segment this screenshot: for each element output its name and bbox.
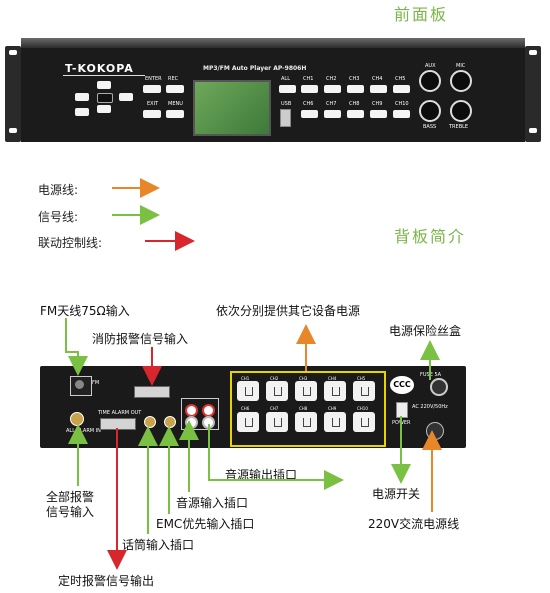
- front-channel-bottom-label: CH9: [372, 101, 383, 107]
- front-channel-top-button[interactable]: [393, 85, 410, 93]
- front-channel-top-label: ALL: [281, 76, 290, 82]
- ac-cable-label: 220V交流电源线: [368, 517, 460, 531]
- menu-button[interactable]: [166, 110, 184, 118]
- power-outlet-socket[interactable]: [353, 381, 375, 401]
- fm-antenna-label: FM天线75Ω输入: [40, 304, 130, 318]
- legend-control-label: 联动控制线:: [38, 236, 103, 250]
- front-panel-title: 前面板: [394, 5, 449, 24]
- front-channel-top-button[interactable]: [347, 85, 364, 93]
- enter-button[interactable]: [143, 85, 161, 93]
- all-alarm-label-1: 全部报警: [46, 490, 95, 504]
- power-outlet-socket[interactable]: [295, 381, 317, 401]
- front-channel-top-button[interactable]: [279, 85, 296, 93]
- front-brand: T-KOKOPA: [65, 62, 134, 75]
- power-outlet-socket[interactable]: [324, 412, 346, 432]
- front-channel-bottom-label: CH8: [349, 101, 360, 107]
- front-channel-bottom-button[interactable]: [301, 110, 318, 118]
- aux-knob[interactable]: [419, 70, 441, 92]
- audio-out-label: 音源输出插口: [225, 468, 298, 482]
- front-channel-top-label: CH1: [303, 76, 314, 82]
- fire-alarm-connector[interactable]: [134, 386, 170, 398]
- rec-button[interactable]: [166, 85, 184, 93]
- front-channel-bottom-button[interactable]: [347, 110, 364, 118]
- mic-knob[interactable]: [450, 70, 472, 92]
- power-outlet-socket[interactable]: [266, 412, 288, 432]
- legend-power-label: 电源线:: [38, 183, 79, 197]
- fm-label: FM: [92, 380, 100, 386]
- all-alarm-label-2: 信号输入: [46, 505, 95, 519]
- front-channel-top-label: CH3: [349, 76, 360, 82]
- ac-label: AC 220V/50Hz: [412, 404, 448, 410]
- back-channel-bottom-label: CH10: [357, 406, 368, 411]
- fm-antenna-arrow: [65, 318, 88, 376]
- emc-label: EMC优先输入插口: [156, 517, 255, 531]
- front-channel-top-label: CH5: [395, 76, 406, 82]
- power-outlet-socket[interactable]: [324, 381, 346, 401]
- front-channel-top-button[interactable]: [301, 85, 318, 93]
- power-outlet-socket[interactable]: [266, 381, 288, 401]
- mic-input-label: 话筒输入插口: [122, 538, 195, 552]
- back-channel-bottom-label: CH7: [270, 406, 279, 411]
- power-switch-label: 电源开关: [372, 487, 421, 501]
- rec-label: REC: [168, 76, 179, 82]
- usb-port[interactable]: [280, 109, 291, 127]
- power-outlet-socket[interactable]: [353, 412, 375, 432]
- front-channel-top-label: CH2: [326, 76, 337, 82]
- front-channel-bottom-button[interactable]: [393, 110, 410, 118]
- front-channel-bottom-label: CH7: [326, 101, 337, 107]
- timer-label: TIME ALARM OUT: [98, 410, 142, 416]
- back-channel-bottom-label: CH8: [299, 406, 308, 411]
- front-channel-bottom-label: CH10: [395, 101, 409, 107]
- front-channel-bottom-button[interactable]: [370, 110, 387, 118]
- exit-label: EXIT: [147, 101, 159, 107]
- timer-out-label: 定时报警信号输出: [58, 574, 155, 588]
- fuse-holder[interactable]: [430, 378, 448, 396]
- aux-knob-label: AUX: [425, 63, 436, 69]
- front-panel-device: T-KOKOPA MP3/FM Auto Player AP-9806H ENT…: [5, 38, 541, 142]
- front-channel-top-button[interactable]: [370, 85, 387, 93]
- back-channel-top-label: CH3: [299, 376, 308, 381]
- back-panel-device: FM ALL ALARM IN TIME ALARM OUT CCC POWER…: [40, 366, 466, 448]
- ccc-badge-icon: CCC: [390, 376, 414, 394]
- power-outlet-socket[interactable]: [237, 381, 259, 401]
- exit-button[interactable]: [143, 110, 161, 118]
- menu-label: MENU: [168, 101, 183, 107]
- back-channel-bottom-label: CH9: [328, 406, 337, 411]
- power-outlet-panel: [230, 371, 386, 447]
- audio-out-arrow: [208, 424, 344, 490]
- treble-knob[interactable]: [450, 100, 472, 122]
- enter-label: ENTER: [145, 76, 162, 82]
- back-channel-top-label: CH5: [357, 376, 366, 381]
- back-channel-top-label: CH4: [328, 376, 337, 381]
- lcd-display: [193, 80, 271, 136]
- treble-knob-label: TREBLE: [449, 124, 469, 130]
- front-channel-bottom-label: USB: [281, 101, 292, 107]
- front-channel-top-label: CH4: [372, 76, 383, 82]
- legend-signal-label: 信号线:: [38, 210, 79, 224]
- fuse-box-label: 电源保险丝盒: [389, 324, 462, 338]
- front-channel-bottom-button[interactable]: [324, 110, 341, 118]
- back-panel-title: 背板简介: [394, 227, 467, 246]
- front-model: MP3/FM Auto Player AP-9806H: [203, 65, 307, 72]
- power-outlet-socket[interactable]: [295, 412, 317, 432]
- power-outlet-socket[interactable]: [237, 412, 259, 432]
- bass-knob[interactable]: [419, 100, 441, 122]
- front-channel-bottom-label: CH6: [303, 101, 314, 107]
- back-channel-top-label: CH2: [270, 376, 279, 381]
- audio-in-label: 音源输入插口: [176, 496, 249, 510]
- bass-knob-label: BASS: [423, 124, 437, 130]
- back-channel-top-label: CH1: [241, 376, 250, 381]
- back-channel-bottom-label: CH6: [241, 406, 250, 411]
- front-channel-top-button[interactable]: [324, 85, 341, 93]
- fire-alarm-label: 消防报警信号输入: [92, 332, 189, 346]
- power-supply-label: 依次分别提供其它设备电源: [216, 304, 361, 318]
- mic-knob-label: MIC: [456, 63, 466, 69]
